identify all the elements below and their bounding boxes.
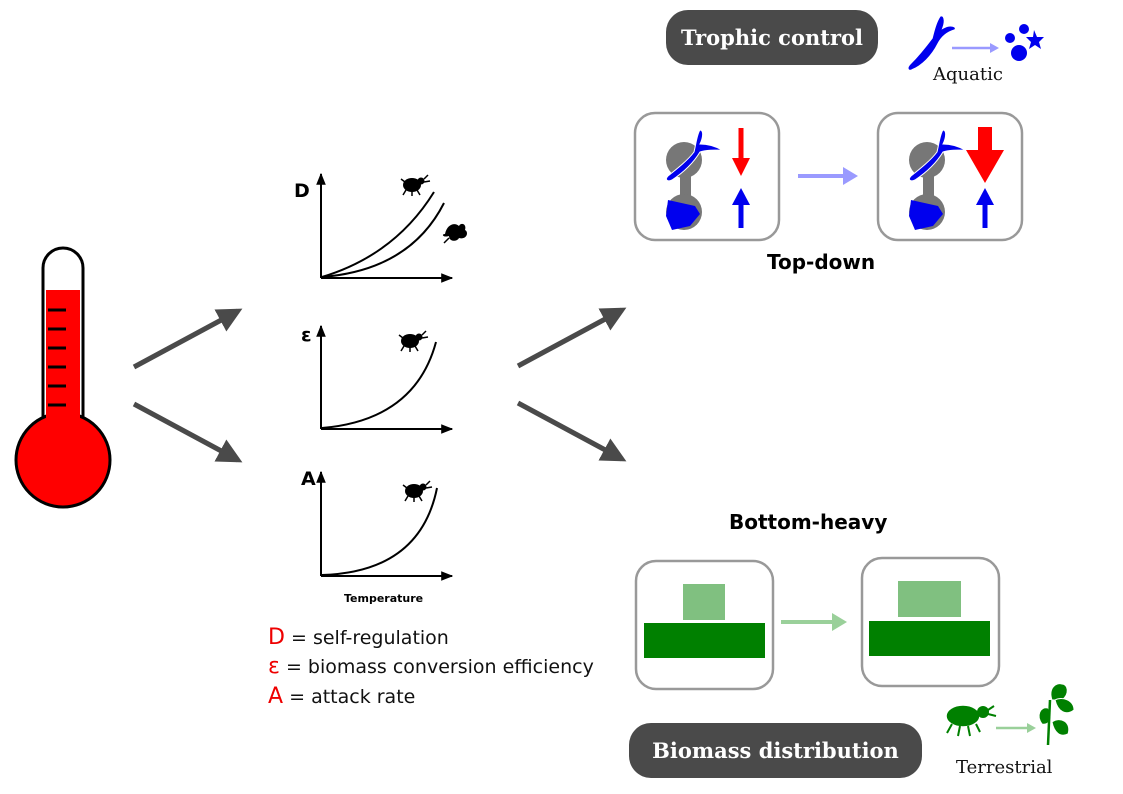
plot-self-regulation — [316, 172, 467, 283]
arrow-down-icon — [132, 401, 243, 463]
legend-symbol: A — [268, 684, 284, 709]
zooplankton-icon — [907, 14, 957, 72]
terrestrial-label: Terrestrial — [956, 757, 1053, 778]
arrow-up-icon — [132, 308, 243, 370]
curve-consumer — [321, 191, 435, 278]
arrow-down-icon — [516, 400, 627, 462]
arrow-down-icon — [732, 158, 750, 176]
arrows-rates-to-outcomes — [516, 307, 627, 462]
leaf-icon — [442, 223, 467, 244]
arrow-right-icon — [832, 613, 847, 631]
bottom-heavy-label: Bottom-heavy — [729, 510, 888, 534]
plot-conversion-efficiency — [316, 324, 454, 434]
curve-consumer — [321, 341, 437, 429]
legend-symbol: ε — [268, 654, 280, 679]
axis-symbol-d: D — [294, 180, 310, 202]
phytoplankton-icon — [909, 200, 943, 230]
bottom-heavy-before-panel — [634, 559, 775, 691]
arrow-up-icon — [976, 188, 994, 205]
top-down-label: Top-down — [767, 250, 876, 274]
arrow-up-icon — [516, 307, 627, 369]
consumer-bug-icon — [402, 480, 433, 502]
thermometer-icon — [14, 246, 112, 509]
temperature-axis-label: Temperature — [344, 592, 424, 605]
arrow-up-icon — [732, 188, 750, 205]
arrows-temperature-to-rates — [132, 308, 243, 463]
plant-icon — [1038, 683, 1075, 746]
arrow-right-icon — [843, 167, 858, 185]
terrestrial-icon — [945, 683, 1075, 746]
legend-text: = self-regulation — [291, 627, 449, 649]
legend-symbol: D — [268, 625, 285, 650]
axis-symbol-epsilon: ε — [301, 324, 312, 346]
arrow-down-icon — [966, 150, 1004, 183]
aquatic-icon — [907, 14, 1044, 72]
legend-text: = attack rate — [289, 686, 416, 708]
axis-symbol-a: A — [301, 468, 316, 490]
legend-item-a: A = attack rate — [268, 684, 415, 709]
top-down-after-panel — [876, 111, 1024, 242]
consumer-bug-icon — [945, 704, 997, 737]
aquatic-label: Aquatic — [933, 64, 1003, 85]
phytoplankton-icon — [666, 200, 700, 230]
curve-resource — [321, 202, 445, 278]
zooplankton-icon — [665, 129, 724, 182]
bottom-heavy-after-panel — [860, 556, 1001, 688]
top-down-before-panel — [633, 111, 781, 242]
legend-text: = biomass conversion efficiency — [285, 656, 594, 678]
plot-attack-rate — [316, 470, 454, 581]
legend-item-d: D = self-regulation — [268, 625, 449, 650]
consumer-bug-icon — [398, 330, 429, 352]
zooplankton-icon — [908, 129, 967, 182]
biomass-distribution-label: Biomass distribution — [629, 723, 922, 778]
consumer-bug-icon — [400, 174, 431, 196]
curve-consumer — [321, 487, 438, 576]
legend-item-epsilon: ε = biomass conversion efficiency — [268, 654, 594, 679]
phytoplankton-icon — [1005, 24, 1044, 61]
trophic-control-label: Trophic control — [666, 10, 878, 65]
